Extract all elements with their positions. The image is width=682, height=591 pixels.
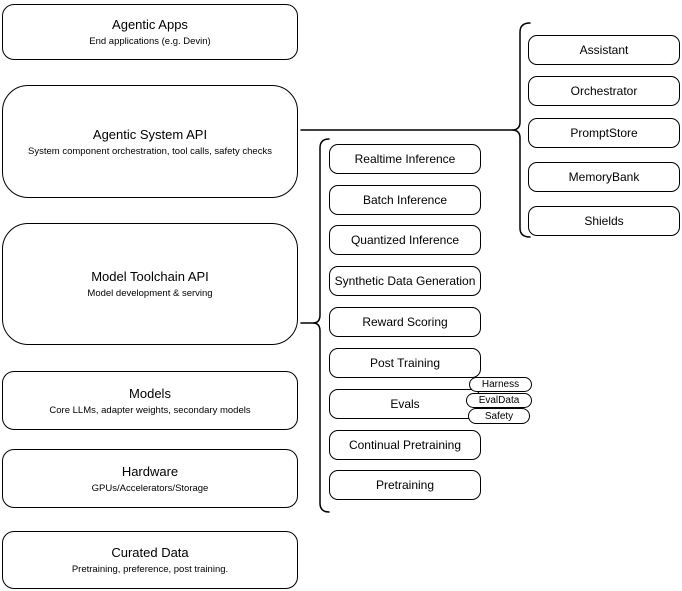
layer-subtitle: Core LLMs, adapter weights, secondary mo… (49, 404, 251, 416)
component-promptstore: PromptStore (528, 118, 680, 148)
toolchain-item-synthetic-data-generation: Synthetic Data Generation (329, 266, 481, 296)
toolchain-item-quantized-inference: Quantized Inference (329, 225, 481, 255)
layer-title: Hardware (121, 463, 179, 479)
layer-title: Model Toolchain API (91, 269, 209, 284)
toolchain-item-reward-scoring: Reward Scoring (329, 307, 481, 337)
component-orchestrator: Orchestrator (528, 76, 680, 106)
layer-title: Curated Data (111, 545, 189, 560)
layer-title: Agentic Apps (112, 17, 188, 32)
component-shields: Shields (528, 206, 680, 236)
toolchain-item-evals: Evals (329, 389, 481, 419)
layer-models: Models Core LLMs, adapter weights, secon… (2, 371, 298, 430)
toolchain-brace (312, 138, 330, 513)
layer-title: Models (129, 385, 171, 401)
layer-hardware: Hardware GPUs/Accelerators/Storage (2, 449, 298, 508)
toolchain-item-realtime-inference: Realtime Inference (329, 144, 481, 174)
layer-subtitle: Model development & serving (87, 288, 213, 299)
evals-tag-harness: Harness (469, 377, 532, 392)
layer-agentic-system-api: Agentic System API System component orch… (2, 85, 298, 198)
layer-subtitle: End applications (e.g. Devin) (89, 36, 211, 47)
layer-agentic-apps: Agentic Apps End applications (e.g. Devi… (2, 4, 298, 60)
toolchain-item-pretraining: Pretraining (329, 470, 481, 500)
layer-model-toolchain-api: Model Toolchain API Model development & … (2, 223, 298, 345)
layer-title: Agentic System API (92, 126, 208, 142)
evals-tag-safety: Safety (468, 408, 530, 424)
layer-subtitle: GPUs/Accelerators/Storage (91, 482, 209, 494)
layer-subtitle: System component orchestration, tool cal… (28, 145, 272, 157)
layer-curated-data: Curated Data Pretraining, preference, po… (2, 531, 298, 589)
layer-subtitle: Pretraining, preference, post training. (71, 564, 229, 575)
component-assistant: Assistant (528, 35, 680, 65)
toolchain-item-post-training: Post Training (329, 348, 481, 378)
component-memorybank: MemoryBank (528, 162, 680, 192)
toolchain-item-continual-pretraining: Continual Pretraining (329, 430, 481, 460)
toolchain-item-batch-inference: Batch Inference (329, 185, 481, 215)
evals-tag-evaldata: EvalData (466, 393, 532, 408)
